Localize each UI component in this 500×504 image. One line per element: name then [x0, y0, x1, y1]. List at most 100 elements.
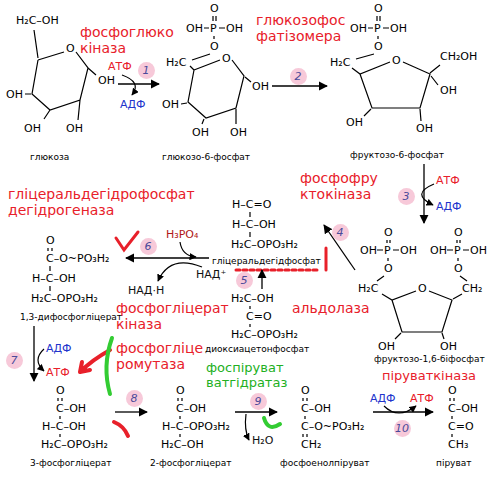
cofactor-arrows: [38, 349, 44, 371]
atom-label: O: [46, 234, 55, 247]
compound-name: гліцеральдегідфосфат: [212, 256, 321, 267]
atom-label: OH: [162, 98, 179, 111]
compound-node: 2-фосфогліцератOC–OHH–C–OPO₃H₂H₂C–OH: [149, 383, 233, 470]
compound-name: піруват: [436, 458, 472, 469]
atom-label: H₂C: [330, 56, 350, 69]
atom-label: OH: [230, 126, 247, 139]
atom-label: OH: [378, 340, 395, 353]
cofactor-arrows: [158, 263, 202, 281]
atom-label: P: [384, 244, 391, 257]
enzyme-name: фоспіруват ватгідратаз: [206, 360, 287, 390]
compound-name: 1,3-дифосфогліцерат: [20, 312, 122, 323]
cofactor-arrows: [122, 75, 135, 95]
atom-label: C=O: [448, 420, 474, 433]
cofactor-label: АТФ: [410, 392, 434, 405]
cofactor-label: НАД⁺: [196, 268, 226, 281]
hand-mark: [325, 248, 328, 270]
atom-label: CH₃: [448, 438, 468, 451]
cofactor-label: АТФ: [46, 366, 70, 379]
cofactor-label: H₃PO₄: [166, 228, 198, 241]
atom-label: O: [210, 2, 219, 15]
atom-label: OH: [416, 122, 433, 135]
compound-node: фруктозо-6-фосфатOPOHOHOH₂COCH₂OHOHOHOH: [329, 1, 479, 162]
atom-label: O: [454, 262, 463, 275]
compound-name: 3-фосфогліцерат: [30, 458, 111, 469]
atom-label: O: [56, 384, 65, 397]
atom-label: P: [454, 244, 461, 257]
compound-node: піруват O C–OH C=O CH₃: [435, 383, 480, 470]
callout-number: 2: [290, 68, 307, 85]
atom-label: O: [210, 40, 219, 53]
atom-label: O: [176, 384, 185, 397]
atom-label: H–C=O: [232, 198, 271, 211]
atom-label: OH: [346, 116, 363, 129]
atom-label: OH: [98, 74, 115, 87]
enzyme-name: гліцеральдегідрофосфат дегідрогеназа: [8, 186, 195, 218]
atom-label: O: [448, 384, 457, 397]
chain-bonds: [48, 212, 454, 437]
atom-label: P: [374, 22, 381, 35]
enzyme-name: фосфофру ктокіназа: [300, 170, 378, 202]
atom-label: O: [374, 2, 383, 15]
atom-label: H₂C: [166, 56, 186, 69]
atom-label: CH₂: [301, 438, 321, 451]
reaction-arrow: [423, 164, 424, 223]
atom-label: O: [384, 262, 393, 275]
enzyme-name: піруваткіназа: [382, 368, 476, 383]
atom-label: O: [374, 40, 383, 53]
atom-label: OH: [66, 122, 83, 135]
atom-label: OH: [470, 244, 487, 257]
atom-label: H–C–OH: [32, 272, 76, 285]
compound-name: фруктозо-6-фосфат: [350, 150, 444, 161]
enzyme-name: фосфогліце ромутаза: [116, 340, 203, 372]
atom-label: OH: [192, 126, 209, 139]
atom-label: OH: [400, 244, 417, 257]
atom-label: O: [384, 226, 393, 239]
atom-label: CH₂: [462, 282, 482, 295]
hand-mark: [116, 232, 138, 250]
atom-label: H₂C–OPO₃H₂: [41, 438, 108, 451]
enzyme-name: глюкозофос фатізомера: [256, 12, 345, 44]
atom-label: O: [392, 54, 401, 67]
atom-label: OH: [24, 122, 41, 135]
atom-label: OH: [6, 88, 23, 101]
reaction-arrow: [235, 411, 277, 412]
atom-label: C–OH: [448, 402, 478, 415]
atom-label: H₂C–OPO₃H₂: [31, 292, 98, 305]
reaction-arrow: [261, 270, 262, 289]
reaction-arrow: [115, 411, 147, 412]
f16bp-bonds: [377, 240, 469, 339]
atom-label: H₂C: [358, 282, 378, 295]
reaction-arrow: [126, 257, 209, 258]
cofactor-label: АДФ: [436, 200, 462, 213]
atom-label: H–C–OPO₃H₂: [162, 420, 230, 433]
cofactor-label: АТФ: [108, 60, 132, 73]
cofactor-label: АДФ: [120, 98, 146, 111]
atom-label: OH: [350, 22, 367, 35]
atom-label: OH: [390, 22, 407, 35]
atom-label: OH: [440, 340, 457, 353]
callout-number: 5: [236, 272, 253, 289]
atom-label: O: [301, 384, 310, 397]
atom-label: OH: [186, 22, 203, 35]
callout-number: 10: [394, 420, 411, 437]
callout-number: 6: [140, 238, 157, 255]
callout-number: 8: [126, 390, 143, 407]
atom-label: O: [66, 42, 75, 55]
hand-mark: [264, 418, 280, 427]
compound-node: фосфоенолпіруватOC–OHC–O~PO₃H₂CH₂: [279, 383, 371, 470]
callout-number: 7: [6, 352, 23, 369]
g6p-bonds: [181, 16, 251, 124]
atom-label: C–O~PO₃H₂: [46, 252, 109, 265]
callout-number: 3: [398, 188, 415, 205]
atom-label: OH: [226, 22, 243, 35]
compound-name: фруктозо-1,6-біфосфат: [374, 354, 485, 365]
atom-label: H₂C–OPO₃H₂: [231, 238, 298, 251]
atom-label: C–OH: [301, 402, 331, 415]
atom-label: OH: [430, 244, 447, 257]
atom-label: O: [418, 282, 427, 295]
atom-label: OH: [440, 84, 457, 97]
cofactor-label: АТФ: [436, 174, 460, 187]
cofactor-arrows: [245, 414, 249, 440]
